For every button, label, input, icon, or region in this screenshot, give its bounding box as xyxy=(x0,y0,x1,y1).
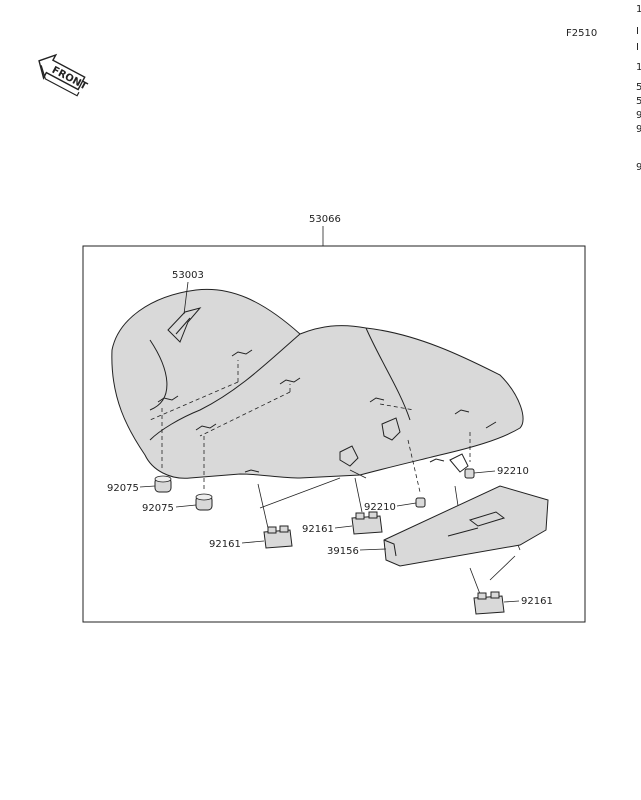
clip-right xyxy=(464,468,475,479)
clip-center xyxy=(415,497,426,508)
label-damper-upper: 92075 xyxy=(107,483,139,494)
tray xyxy=(383,485,549,567)
edge-mark: 5 xyxy=(636,82,641,93)
label-bracket-right: 92161 xyxy=(521,596,553,607)
edge-mark: 9 xyxy=(636,110,641,121)
bracket-left xyxy=(263,525,293,549)
label-clip-right: 92210 xyxy=(497,466,529,477)
edge-mark: I xyxy=(636,42,639,53)
edge-mark: I xyxy=(636,26,639,37)
edge-marks: 1 I I 1 5 5 9 9 9 xyxy=(636,4,641,173)
edge-mark: 5 xyxy=(636,96,641,107)
edge-mark: 1 xyxy=(636,4,641,15)
edge-mark: 9 xyxy=(636,162,641,173)
assembly-frame xyxy=(82,245,586,623)
edge-mark: 9 xyxy=(636,124,641,135)
bracket-center xyxy=(351,511,383,535)
label-bracket-left: 92161 xyxy=(209,539,241,550)
label-damper-lower: 92075 xyxy=(142,503,174,514)
figure-code: F2510 xyxy=(566,28,597,39)
label-tray: 39156 xyxy=(327,546,359,557)
label-clip-center: 92210 xyxy=(364,502,396,513)
bracket-right xyxy=(473,591,505,615)
damper-upper xyxy=(154,475,172,493)
label-seat-cover: 53003 xyxy=(172,270,204,281)
edge-mark: 1 xyxy=(636,62,641,73)
damper-lower xyxy=(195,493,213,511)
assembly-label: 53066 xyxy=(309,214,341,225)
label-bracket-center: 92161 xyxy=(302,524,334,535)
seat xyxy=(111,288,524,479)
front-arrow-icon: FRONT xyxy=(38,53,89,97)
